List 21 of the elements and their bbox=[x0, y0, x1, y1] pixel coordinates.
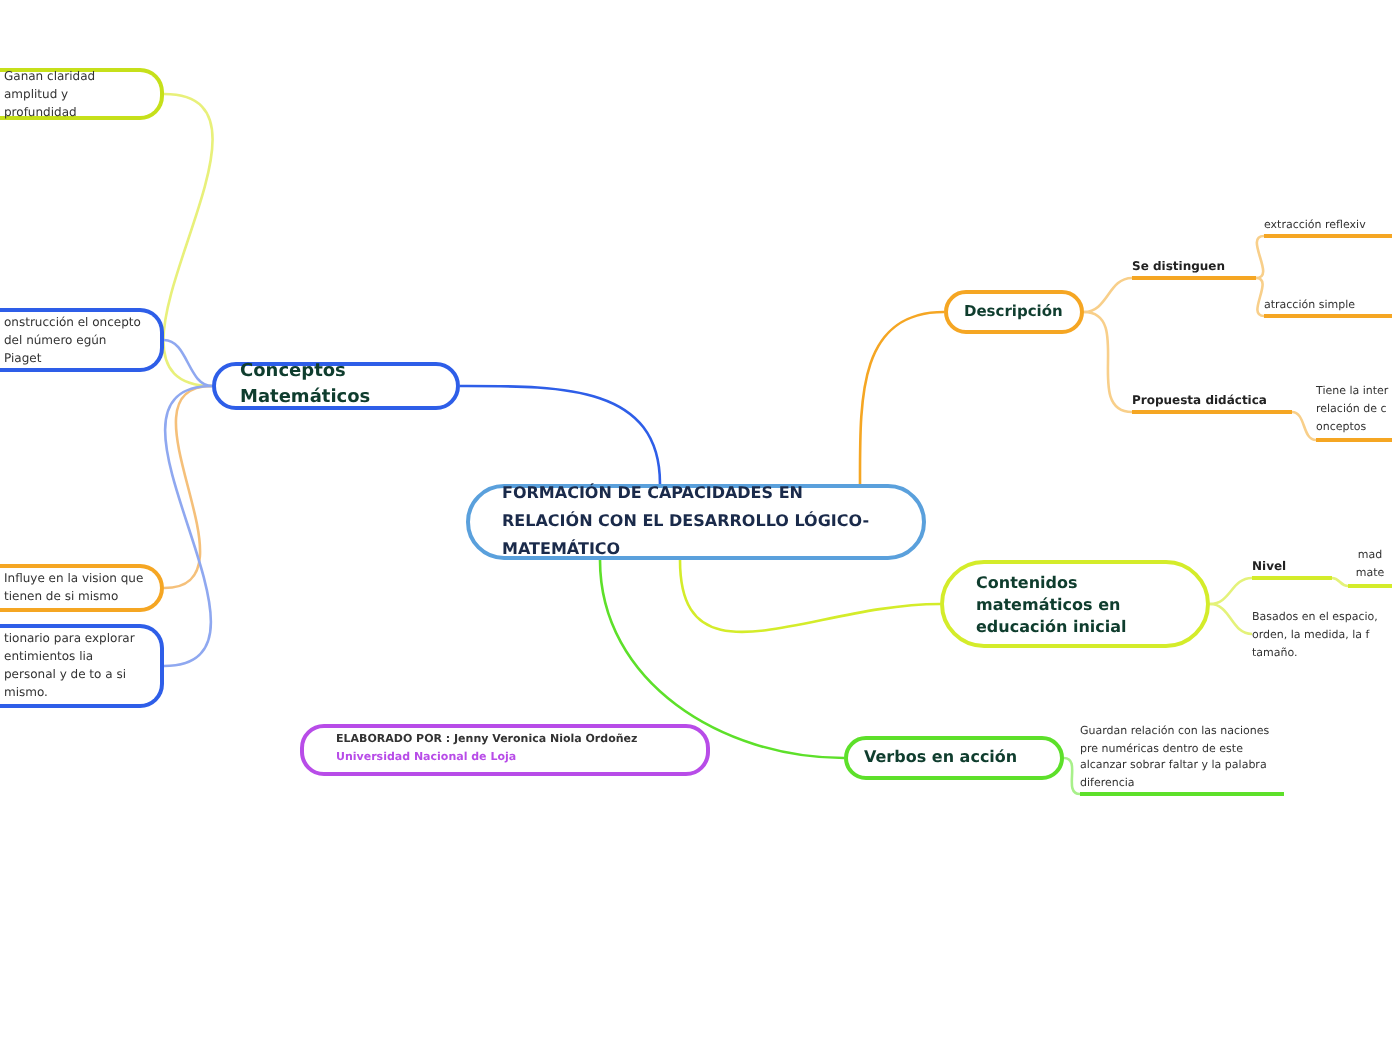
connector-line bbox=[678, 559, 941, 634]
connector-line bbox=[1209, 576, 1253, 606]
connector-line bbox=[1083, 276, 1133, 314]
topic-box: Conceptos Matemáticos bbox=[212, 362, 460, 410]
connector-line bbox=[1255, 276, 1265, 318]
connector-line bbox=[162, 92, 214, 388]
connector-line bbox=[163, 338, 213, 388]
connector-line bbox=[1063, 756, 1081, 796]
connector-line bbox=[163, 384, 213, 590]
connector-line bbox=[1083, 310, 1133, 414]
connector-line bbox=[1291, 410, 1317, 442]
topic-box: Verbos en acción bbox=[844, 736, 1064, 780]
connector-line bbox=[460, 384, 662, 485]
connector-line bbox=[1331, 576, 1349, 588]
connector-line bbox=[858, 310, 945, 484]
connector-line bbox=[1255, 234, 1265, 280]
connector-line bbox=[1209, 602, 1253, 636]
connector-line bbox=[598, 559, 845, 760]
central-topic-box: FORMACIÓN DE CAPACIDADES EN RELACIÓN CON EL DESARROLLO LÓGICO-MATEMÁTICO bbox=[466, 484, 926, 560]
topic-box: Contenidos matemáticos en educación inicial bbox=[940, 560, 1210, 648]
connector-line bbox=[163, 384, 213, 668]
